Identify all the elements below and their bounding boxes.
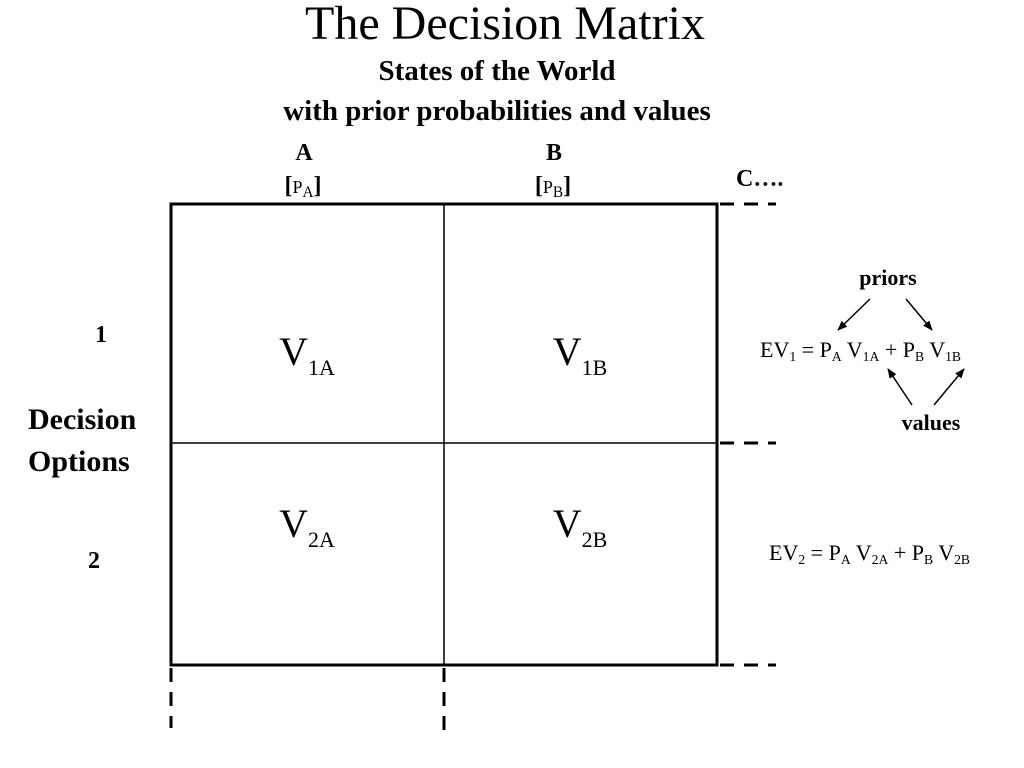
eq-term1-value-sub: 2A — [871, 552, 889, 568]
eq-term2-value-sub: 1B — [945, 349, 961, 365]
eq-term2-prior-sub: B — [923, 552, 934, 568]
eq-lhs: EV — [769, 540, 799, 565]
eq-lhs-sub: 2 — [798, 552, 806, 568]
prior-subscript: A — [302, 183, 314, 201]
cell-subscript: 2B — [581, 526, 608, 552]
row-2-label: 2 — [88, 548, 100, 574]
eq-term1-value-sub: 1A — [862, 349, 880, 365]
cell-subscript: 1B — [581, 354, 608, 380]
priors-label: priors — [859, 265, 917, 290]
column-a-label: A — [295, 140, 313, 166]
subtitle-priors-values: with prior probabilities and values — [283, 95, 711, 127]
cell-symbol: V — [552, 329, 582, 374]
expected-value-equation-1: EV1 = PA V1A + PB V1B — [760, 337, 1024, 363]
expected-value-equation-2: EV2 = PA V2A + PB V2B — [769, 540, 1024, 566]
values-arrow-left — [887, 368, 913, 406]
eq-lhs-sub: 1 — [789, 349, 797, 365]
prior-symbol: P — [292, 177, 303, 197]
priors-arrow-right — [905, 298, 933, 331]
eq-term2-prior: P — [902, 337, 915, 362]
column-a-prior: [PA] — [253, 172, 353, 201]
cell-symbol: V — [552, 501, 582, 546]
eq-plus: + — [888, 540, 912, 565]
more-columns-label: C…. — [736, 166, 784, 192]
eq-equals: = — [805, 540, 829, 565]
cell-symbol: V — [279, 329, 308, 374]
eq-term1-prior: P — [819, 337, 832, 362]
page-title: The Decision Matrix — [305, 0, 705, 50]
eq-term1-prior-sub: A — [840, 552, 851, 568]
bracket-close: ] — [563, 173, 572, 199]
eq-term2-value: V — [929, 337, 946, 362]
subtitle-states: States of the World — [378, 55, 616, 87]
row-1-label: 1 — [95, 322, 107, 348]
eq-term1-prior-sub: A — [831, 349, 842, 365]
eq-term1-value: V — [846, 337, 863, 362]
priors-arrow-left — [837, 298, 871, 331]
cell-subscript: 1A — [308, 354, 335, 380]
eq-term2-value-sub: 2B — [954, 552, 970, 568]
eq-term1-prior: P — [828, 540, 841, 565]
cell-subscript: 2A — [308, 526, 335, 552]
column-b-label: B — [545, 140, 562, 166]
eq-term2-value: V — [938, 540, 955, 565]
matrix-cell-2a: V2A — [207, 501, 407, 551]
eq-term2-prior-sub: B — [914, 349, 925, 365]
prior-subscript: B — [552, 183, 564, 201]
prior-symbol: P — [542, 177, 553, 197]
eq-lhs: EV — [760, 337, 790, 362]
bracket-close: ] — [313, 173, 322, 199]
axis-label-line2: Options — [28, 445, 130, 478]
values-label: values — [901, 410, 961, 435]
bracket-open: [ — [284, 173, 293, 199]
bracket-open: [ — [534, 173, 543, 199]
matrix-cell-1b: V1B — [480, 329, 680, 379]
cell-symbol: V — [279, 501, 308, 546]
eq-term2-prior: P — [911, 540, 924, 565]
matrix-cell-1a: V1A — [207, 329, 407, 379]
eq-term1-value: V — [855, 540, 872, 565]
axis-label-line1: Decision — [28, 403, 137, 436]
values-arrow-right — [933, 368, 965, 406]
column-b-prior: [PB] — [503, 172, 603, 201]
eq-equals: = — [796, 337, 820, 362]
matrix-cell-2b: V2B — [480, 501, 680, 551]
eq-plus: + — [879, 337, 903, 362]
